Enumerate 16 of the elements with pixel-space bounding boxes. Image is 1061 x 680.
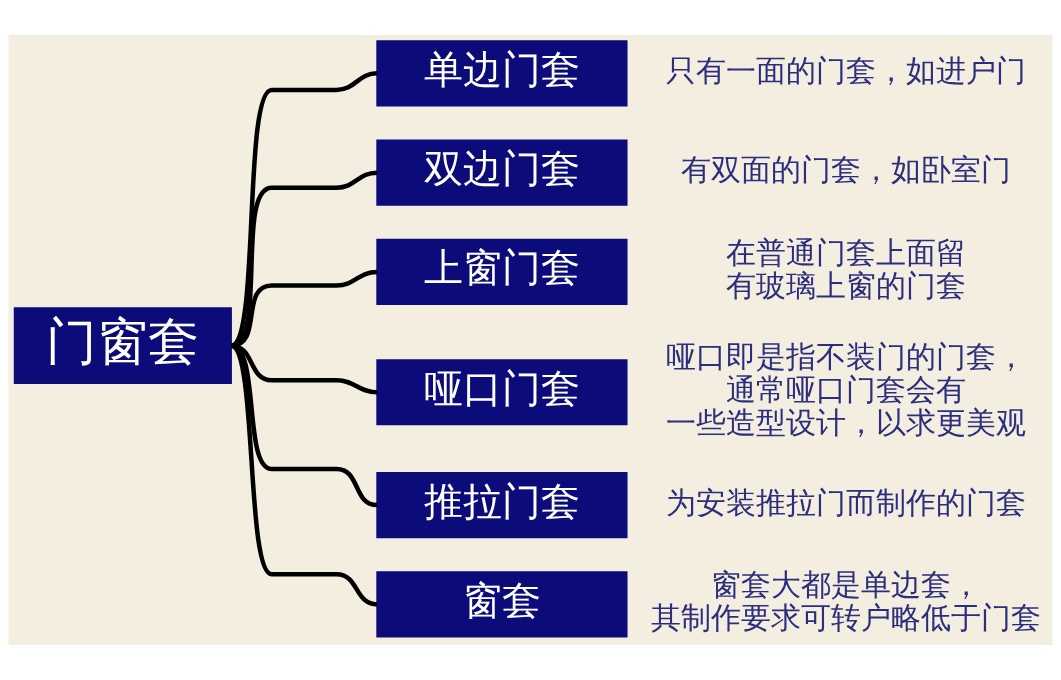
node-label: 只有一面的门套，如进户门: [666, 52, 1027, 88]
connector: [230, 343, 378, 395]
node-label: 哑口即是指不装门的门套，通常哑口门套会有一些造型设计，以求更美观: [666, 338, 1027, 440]
node-label: 有双面的门套，如卧室门: [681, 152, 1012, 188]
node-box: 上窗门套: [376, 238, 628, 305]
node-box: 双边门套: [376, 139, 628, 206]
connector: [229, 343, 378, 607]
node-box: 单边门套: [376, 40, 628, 107]
node-label: 在普通门套上面留有玻璃上窗的门套: [726, 234, 967, 303]
node-box: 窗套: [376, 571, 628, 638]
connector: [230, 343, 378, 508]
node-box: 哑口门套: [376, 359, 628, 426]
node-label: 为安装推拉门而制作的门套: [666, 484, 1027, 520]
node-label: 窗套大都是单边套，其制作要求可转户略低于门套: [651, 567, 1042, 636]
node-box: 推拉门套: [376, 472, 628, 539]
node-box: 门窗套: [13, 307, 232, 384]
